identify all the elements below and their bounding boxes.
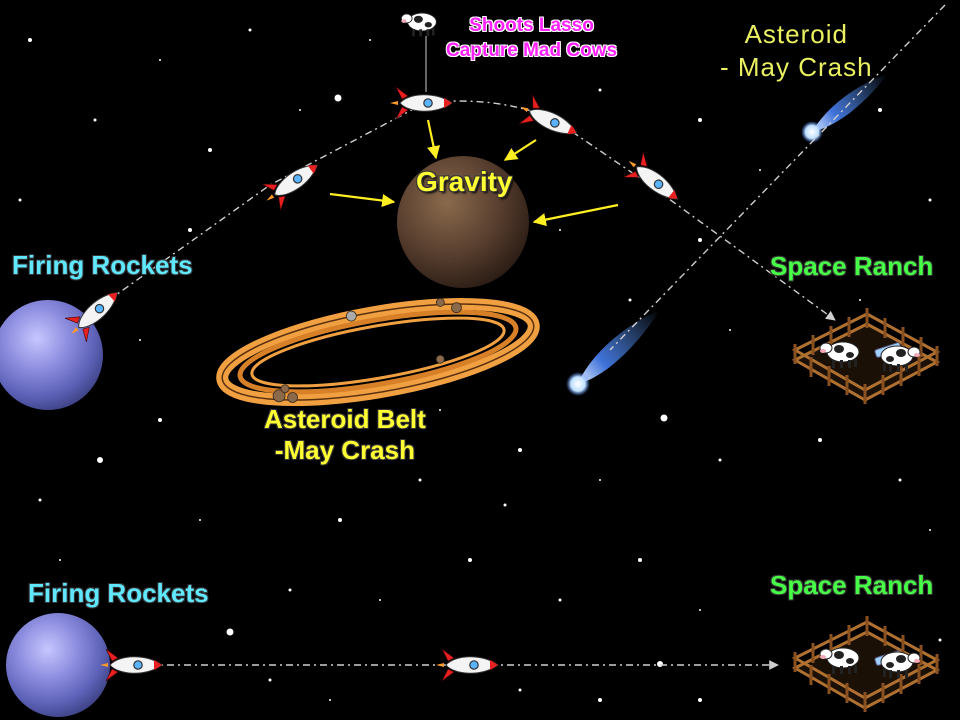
asteroid-label-line1: Asteroid [744,19,848,49]
lasso-label: Shoots Lasso Capture Mad Cows [446,13,617,63]
gravity-label: Gravity [416,166,513,197]
space-ranch-label: Space Ranch [770,570,934,600]
planet-icon [6,613,110,717]
gravity-arrows [329,119,619,227]
asteroid-belt-label-line2: -May Crash [274,435,415,465]
planet-icon [397,156,529,288]
asteroid-label: Asteroid - May Crash [720,18,873,84]
firing-rockets-label: Firing Rockets [12,250,193,280]
space-ranch-label: Space Ranch [770,251,934,281]
cow-icon [400,12,437,92]
firing-rockets-label: Firing Rockets [28,578,209,608]
fence-icon [793,614,939,714]
rocket-icon [618,147,688,213]
planet-icon [0,300,103,410]
fence-icon [793,306,939,406]
rocket-icon [513,91,584,149]
asteroid-belt-label: Asteroid Belt -May Crash [264,404,426,466]
comet-icon [566,310,660,396]
asteroid-trajectory-line [609,4,946,351]
asteroid-belt-ring [216,297,540,407]
lasso-label-line1: Shoots Lasso [469,15,594,36]
asteroid-belt-label-line1: Asteroid Belt [264,404,426,434]
asteroid-label-line2: - May Crash [720,52,873,82]
lasso-label-line2: Capture Mad Cows [446,40,618,61]
rocket-icon [389,86,453,120]
star-field [18,28,942,702]
